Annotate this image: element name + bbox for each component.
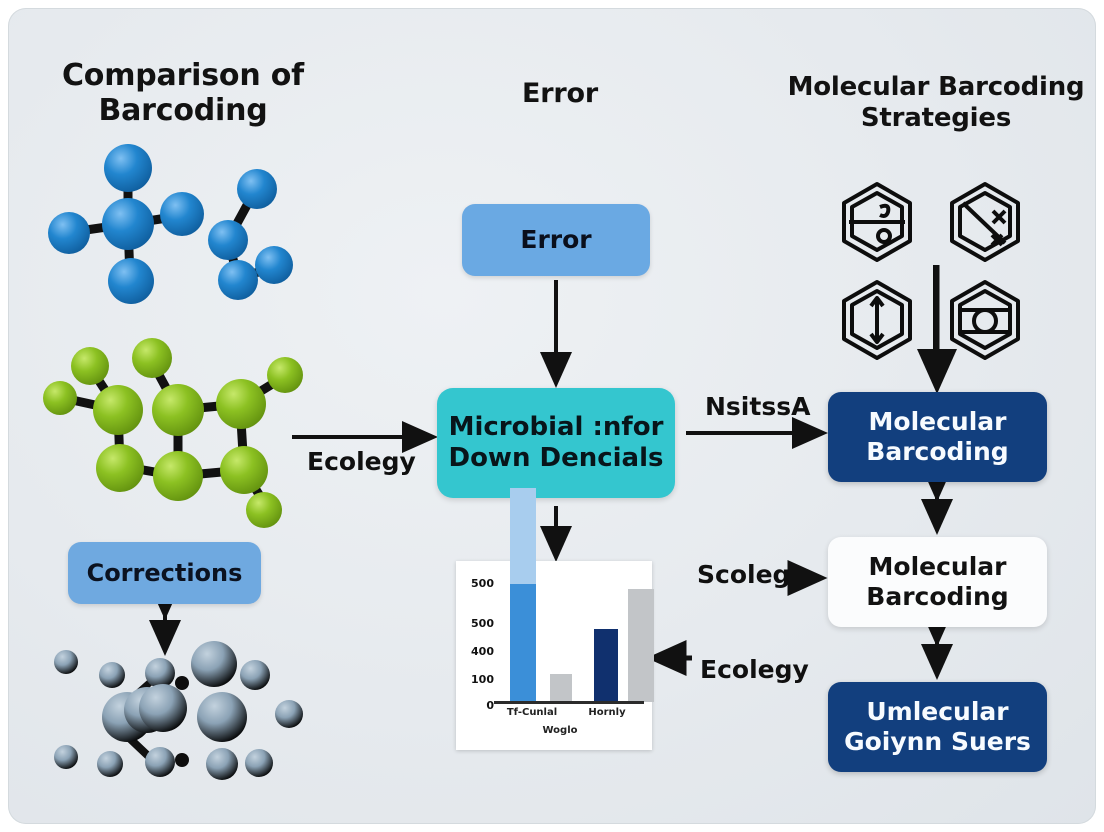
header-right: Molecular Barcoding Strategies (787, 72, 1085, 133)
chart-bar (510, 488, 536, 702)
header-left: Comparison of Barcoding (61, 58, 304, 129)
error-box[interactable]: Error (462, 204, 650, 276)
molecular-barcoding-light-box[interactable]: Molecular Barcoding (828, 537, 1047, 627)
microbial-center-box[interactable]: Microbial :nfor Down Dencials (437, 388, 675, 498)
chart-bar (594, 629, 618, 702)
chart-bar-segment (510, 488, 536, 584)
molecular-barcoding-dark-box[interactable]: Molecular Barcoding (828, 392, 1047, 482)
arrow-label-ecolegy-left: Ecolegy (307, 447, 416, 476)
chart-bar (550, 674, 572, 702)
chart-bar-segment (550, 674, 572, 702)
chart-y-tick: 400 (471, 645, 494, 658)
chart-y-tick: 100 (471, 673, 494, 686)
chart-y-tick: 0 (486, 699, 494, 712)
chart-x-label: Hornly (588, 707, 626, 718)
chart-x-label: Woglo (542, 725, 578, 736)
arrow-label-nsitssa: NsitssA (705, 392, 811, 421)
chart-bar-segment (594, 629, 618, 702)
chart-bar-segment (628, 589, 654, 702)
chart-bars (502, 488, 654, 702)
arrow-label-ecolegy-right: Ecolegy (700, 655, 809, 684)
chart-bar (628, 589, 654, 702)
chart-bar-segment (510, 584, 536, 702)
arrow-label-scoleg: Scoleg (697, 560, 791, 589)
chart-plot-area (494, 488, 654, 704)
chart-x-axis-line (494, 701, 644, 704)
chart-y-tick: 500 (471, 577, 494, 590)
header-middle: Error (522, 78, 598, 109)
corrections-box[interactable]: Corrections (68, 542, 261, 604)
chart-y-tick: 500 (471, 617, 494, 630)
chart-x-label: Tf-Cunlal (506, 707, 558, 718)
umlecular-goiynn-suers-box[interactable]: Umlecular Goiynn Suers (828, 682, 1047, 772)
